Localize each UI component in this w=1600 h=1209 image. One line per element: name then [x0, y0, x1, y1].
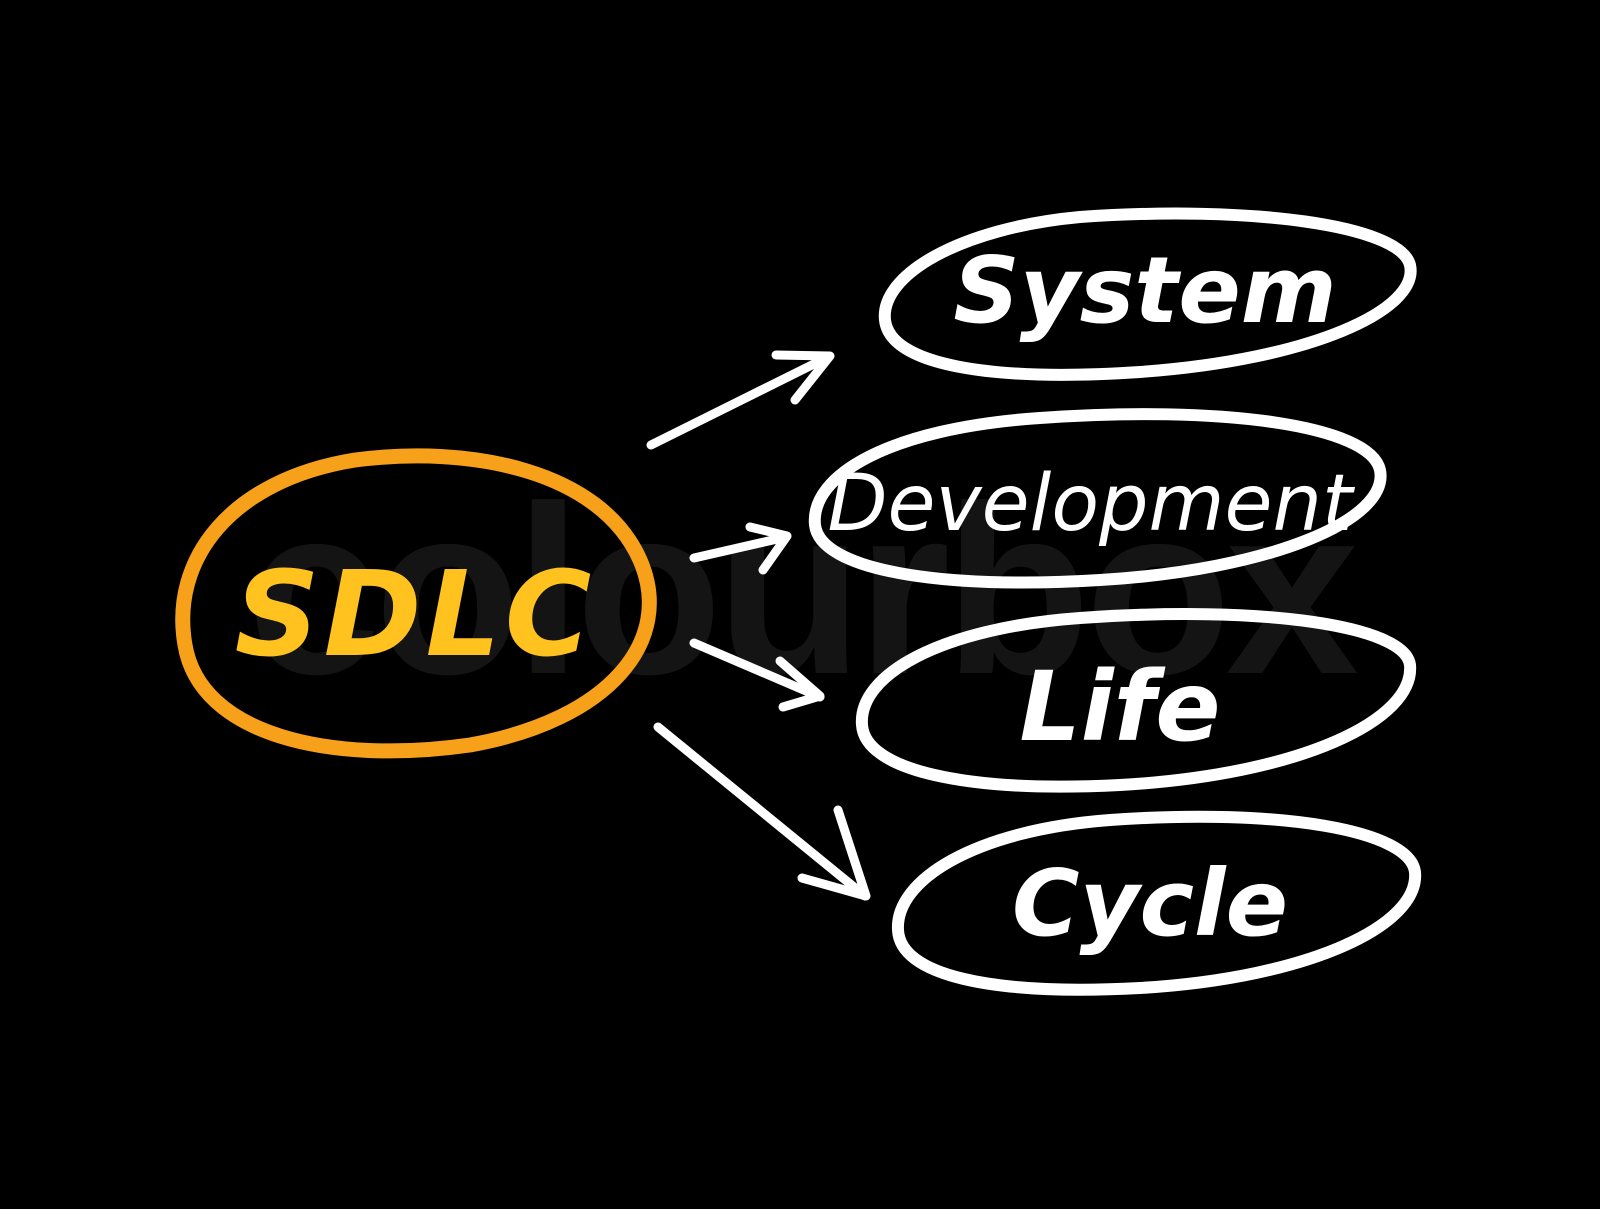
- node-life-label: Life: [1020, 651, 1221, 763]
- arrow-to-development: [689, 522, 792, 575]
- node-development: Development: [808, 408, 1387, 589]
- center-ellipse: [175, 448, 657, 759]
- node-cycle-label: Cycle: [1012, 850, 1288, 957]
- node-life: Life: [855, 608, 1417, 793]
- node-system: System: [878, 207, 1417, 381]
- center-node: SDLC: [175, 448, 657, 759]
- node-cycle-ellipse: [891, 810, 1422, 996]
- node-development-ellipse: [808, 408, 1387, 589]
- arrow-to-system: [646, 350, 835, 450]
- center-label: SDLC: [235, 545, 596, 683]
- watermark-text: colourbox: [246, 456, 1359, 724]
- node-system-label: System: [953, 237, 1336, 344]
- node-life-ellipse: [855, 608, 1417, 793]
- node-system-ellipse: [878, 207, 1417, 381]
- arrow-to-cycle: [653, 722, 871, 901]
- arrows: [646, 350, 871, 901]
- node-development-label: Development: [827, 459, 1355, 549]
- arrow-to-life: [689, 638, 825, 712]
- node-cycle: Cycle: [891, 810, 1422, 996]
